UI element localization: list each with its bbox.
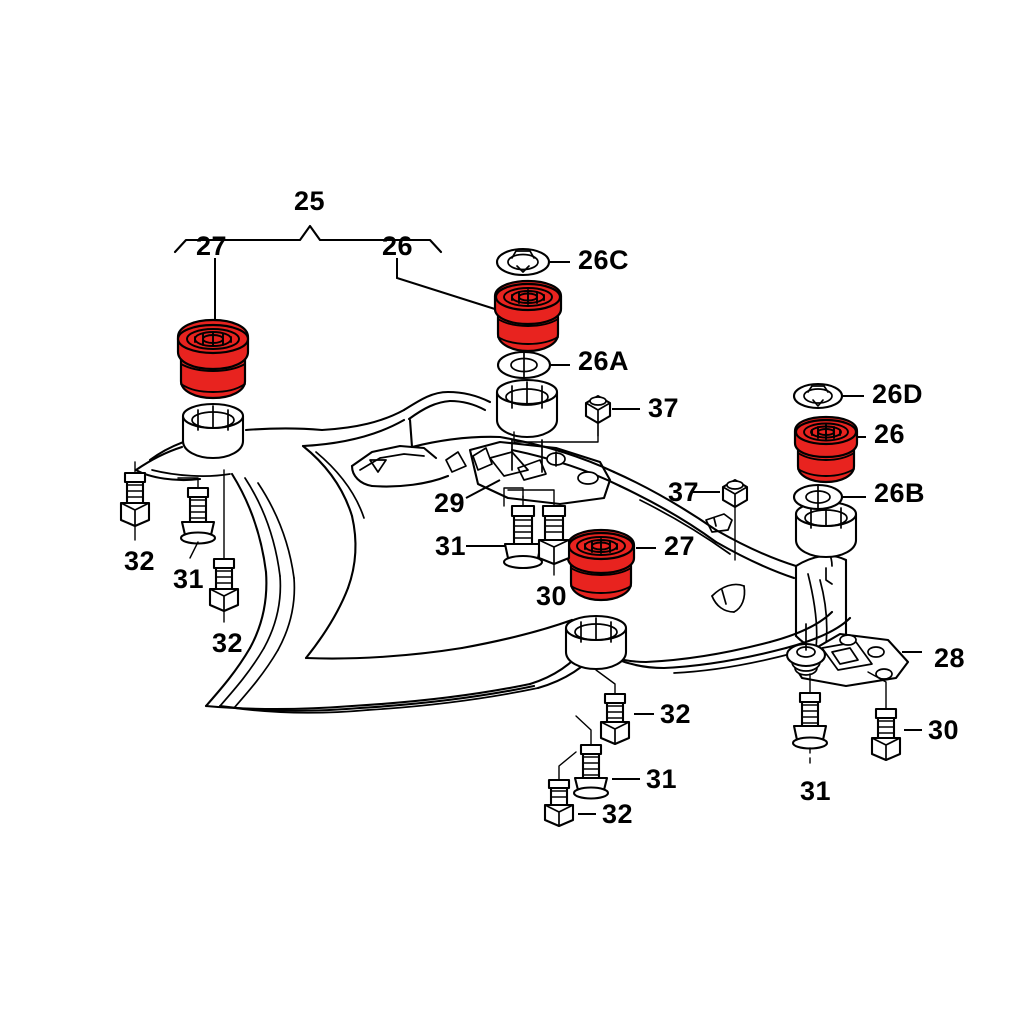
callout-26D: 26D — [872, 379, 924, 409]
part-26D-lock-washer — [792, 382, 844, 410]
callout-26-right: 26 — [874, 419, 906, 449]
callout-37-center: 37 — [648, 393, 680, 423]
part-31-flange-bolt-left — [177, 477, 217, 559]
callout-26B: 26B — [874, 478, 926, 508]
callout-32-left-a: 32 — [124, 546, 156, 576]
mount-tower-center-bottom — [564, 614, 628, 671]
callout-32-bottom-b: 32 — [602, 799, 634, 829]
part-30-hex-bolt-center — [507, 489, 571, 576]
part-31-flange-bolt-bottom — [572, 715, 640, 800]
callout-29: 29 — [434, 488, 466, 518]
callout-30-right: 30 — [928, 715, 960, 745]
callout-leaders — [465, 261, 922, 653]
callout-30-center: 30 — [536, 581, 568, 611]
callout-27-center: 27 — [664, 531, 696, 561]
part-28-mounting-plate — [785, 623, 910, 688]
part-26-bushing-top-center — [493, 279, 563, 353]
part-30-hex-bolt-right — [867, 671, 922, 762]
mount-tower-right — [794, 500, 858, 559]
part-32-hex-bolt-bottom-b — [543, 751, 596, 828]
callout-26A: 26A — [578, 346, 630, 376]
part-26A-flat-washer — [496, 350, 552, 380]
mount-tower-center-top — [495, 378, 559, 473]
callout-37-right: 37 — [668, 477, 700, 507]
part-27-bushing-top-left — [176, 318, 250, 400]
part-26C-lock-washer — [495, 247, 551, 277]
part-32-hex-bolt-bottom-a — [595, 669, 654, 746]
part-37-hex-nut-right — [721, 478, 749, 561]
part-26B-flat-washer — [792, 483, 844, 511]
callout-26-top: 26 — [382, 231, 414, 261]
part-32-hex-bolt-left-a — [119, 461, 151, 541]
part-37-hex-nut-center — [513, 394, 612, 443]
part-26-bushing-right — [793, 415, 859, 484]
callout-25: 25 — [294, 186, 326, 216]
callout-26C: 26C — [578, 245, 630, 275]
callout-31-right: 31 — [800, 776, 832, 806]
callout-32-left-b: 32 — [212, 628, 244, 658]
group-bracket-25 — [173, 224, 443, 254]
callout-28: 28 — [934, 643, 966, 673]
part-32-hex-bolt-left-b — [208, 469, 240, 623]
callout-32-bottom-a: 32 — [660, 699, 692, 729]
callout-31-center: 31 — [435, 531, 467, 561]
leader-26-top — [396, 258, 499, 311]
callout-27-top: 27 — [196, 231, 228, 261]
callout-31-bottom: 31 — [646, 764, 678, 794]
mount-tower-left — [181, 402, 245, 460]
part-31-flange-bolt-center — [502, 487, 544, 570]
part-27-bushing-center — [566, 528, 636, 602]
callout-31-left: 31 — [173, 564, 205, 594]
part-31-flange-bolt-right — [791, 673, 829, 769]
